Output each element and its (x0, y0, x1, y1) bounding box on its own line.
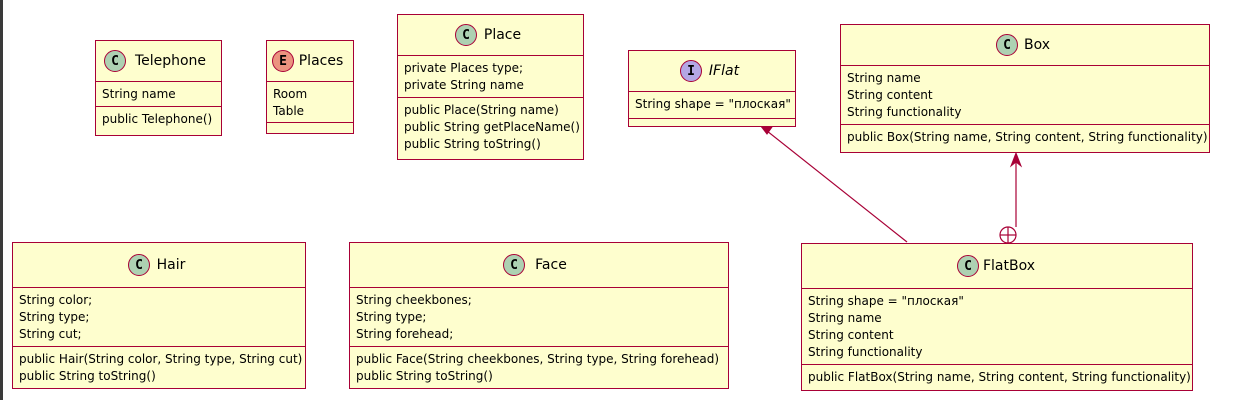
method: public FlatBox(String name, String conte… (808, 370, 1191, 384)
method: public Hair(String color, String type, S… (19, 352, 303, 366)
field: String forehead; (356, 327, 454, 341)
field: String name (808, 311, 882, 325)
class-telephone-fields: String name (96, 81, 221, 106)
enum-value: Table (273, 104, 305, 118)
field: private String name (404, 78, 524, 92)
method: public Face(String cheekbones, String ty… (356, 352, 720, 366)
class-telephone-methods: public Telephone() (96, 106, 221, 131)
class-place[interactable]: C Place private Places type; private Str… (397, 14, 584, 160)
class-box[interactable]: C Box String name String content String … (840, 24, 1210, 153)
field: String content (808, 328, 894, 342)
field: String name (102, 87, 176, 101)
class-face-methods: public Face(String cheekbones, String ty… (350, 346, 728, 388)
class-flatbox-title: FlatBox (982, 258, 1036, 274)
class-box-title: Box (1023, 37, 1051, 53)
method: public String toString() (356, 369, 493, 383)
field: String type; (19, 310, 90, 324)
class-badge-icon: C (104, 50, 126, 72)
class-flatbox[interactable]: C FlatBox String shape = "плоская" Strin… (801, 243, 1193, 391)
class-place-methods: public Place(String name) public String … (398, 97, 583, 156)
field: String functionality (847, 105, 962, 119)
interface-iflat[interactable]: I IFlat String shape = "плоская" (628, 50, 796, 127)
class-box-methods: public Box(String name, String content, … (841, 124, 1209, 149)
class-face-fields: String cheekbones; String type; String f… (350, 287, 728, 346)
class-telephone-title: Telephone (134, 53, 207, 69)
field: String type; (356, 310, 427, 324)
field: String color; (19, 293, 93, 307)
window-edge (0, 0, 3, 400)
class-place-header: C Place (398, 15, 583, 55)
field: String functionality (808, 345, 923, 359)
field: String shape = "плоская" (808, 294, 964, 308)
class-badge-icon: C (503, 254, 525, 276)
field: String cut; (19, 327, 82, 341)
method: public Place(String name) (404, 103, 559, 117)
class-badge-icon: C (957, 255, 979, 277)
class-badge-icon: C (996, 34, 1018, 56)
field: private Places type; (404, 61, 524, 75)
class-hair-header: C Hair (13, 243, 305, 287)
method: public String toString() (404, 137, 541, 151)
method: public String toString() (19, 369, 156, 383)
class-flatbox-methods: public FlatBox(String name, String conte… (802, 364, 1192, 389)
interface-iflat-fields: String shape = "плоская" (629, 91, 795, 118)
enum-places-header: E Places (267, 41, 353, 81)
class-face-header: C Face (350, 243, 728, 287)
method: public String getPlaceName() (404, 120, 580, 134)
class-badge-icon: C (128, 254, 150, 276)
field: String name (847, 71, 921, 85)
interface-iflat-header: I IFlat (629, 51, 795, 91)
class-hair-title: Hair (156, 257, 186, 273)
class-box-header: C Box (841, 25, 1209, 65)
method: public Telephone() (102, 112, 213, 126)
interface-iflat-title: IFlat (708, 63, 740, 79)
class-telephone[interactable]: C Telephone String name public Telephone… (95, 40, 222, 136)
class-badge-icon: C (455, 24, 477, 46)
class-place-fields: private Places type; private String name (398, 55, 583, 97)
interface-badge-icon: I (680, 60, 702, 82)
flatbox-to-box-nested-arrow (999, 151, 1023, 244)
field: String cheekbones; (356, 293, 472, 307)
enum-places-empty-section (267, 122, 353, 131)
class-face-title: Face (535, 257, 567, 273)
class-flatbox-header: C FlatBox (802, 244, 1192, 288)
interface-iflat-empty-section (629, 118, 795, 125)
enum-places[interactable]: E Places Room Table (266, 40, 354, 134)
class-hair-fields: String color; String type; String cut; (13, 287, 305, 346)
method: public Box(String name, String content, … (847, 130, 1208, 144)
class-flatbox-fields: String shape = "плоская" String name Str… (802, 288, 1192, 364)
field: String shape = "плоская" (635, 97, 791, 111)
class-hair-methods: public Hair(String color, String type, S… (13, 346, 305, 388)
field: String content (847, 88, 933, 102)
class-hair[interactable]: C Hair String color; String type; String… (12, 242, 306, 389)
enum-places-title: Places (298, 53, 344, 69)
enum-places-values: Room Table (267, 81, 353, 122)
class-place-title: Place (483, 27, 522, 43)
class-telephone-header: C Telephone (96, 41, 221, 81)
class-face[interactable]: C Face String cheekbones; String type; S… (349, 242, 729, 389)
enum-value: Room (273, 87, 308, 101)
class-box-fields: String name String content String functi… (841, 65, 1209, 124)
enum-badge-icon: E (272, 50, 294, 72)
